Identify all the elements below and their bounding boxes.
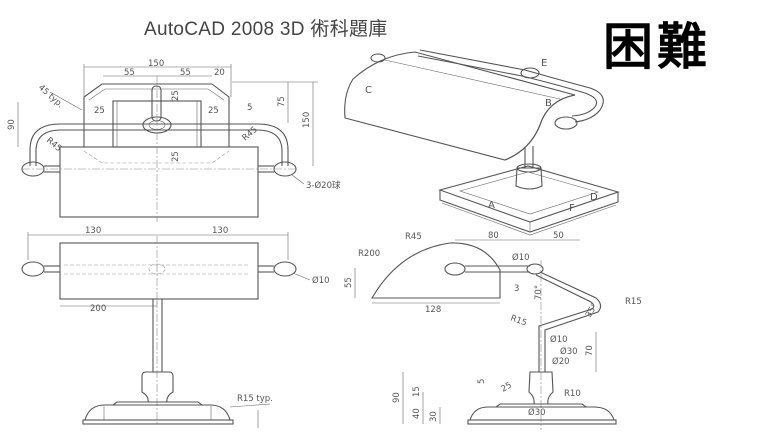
dim-height-90: 90 (7, 119, 17, 130)
dim-dia10-stem: Ø10 (550, 334, 568, 345)
leader-line (49, 91, 83, 111)
dim-depth-25-top: 25 (171, 90, 181, 101)
dim-dia30: Ø30 (560, 346, 578, 357)
side-view: R200 R45 80 50 Ø10 55 3 128 70° R15 R15 … (344, 231, 642, 430)
shade-top-outline (59, 242, 259, 300)
dim-a70: 70° (534, 285, 544, 300)
dim-t3: 3 (514, 284, 519, 294)
base-plate (82, 419, 234, 425)
dim-r10: R10 (564, 389, 581, 399)
iso-label-c: C (365, 85, 372, 96)
dim-h40: 40 (412, 408, 422, 419)
document-title: AutoCAD 2008 3D 術科題庫 (144, 19, 388, 40)
dim-r15-left: R15 (509, 313, 528, 328)
iso-knob-c (370, 53, 386, 63)
dim-h90: 90 (392, 392, 402, 403)
dim-h15: 15 (412, 386, 422, 397)
arm-inner (35, 129, 283, 166)
dim-height-150: 150 (302, 112, 312, 128)
dim-overall-width: 150 (148, 59, 164, 69)
iso-label-e: E (541, 58, 547, 69)
arm-outer (29, 123, 289, 166)
dim-80: 80 (488, 231, 499, 241)
dim-50: 50 (553, 231, 564, 241)
iso-knob-b (554, 116, 578, 130)
side-arm-bend (539, 271, 602, 372)
dim-r15-right: R15 (625, 297, 642, 307)
front-view: 150 55 55 20 45 typ. 25 25 5 25 25 75 15… (7, 59, 341, 222)
iso-knob-e (520, 67, 540, 79)
iso-shade-end (504, 94, 576, 161)
hidden-joint (148, 263, 166, 275)
dim-r200: R200 (358, 249, 380, 259)
iso-base-inner (458, 171, 600, 215)
dim-radius-right: R45 (241, 125, 260, 143)
dim-h5: 5 (477, 379, 487, 384)
leader-line (292, 272, 311, 281)
dim-dia20: Ø20 (552, 356, 570, 367)
iso-label-d: D (590, 192, 598, 203)
iso-label-a: A (488, 200, 495, 211)
iso-arm (419, 49, 604, 123)
dim-inner-25-left: 25 (94, 106, 105, 116)
dim-length-200: 200 (90, 304, 106, 314)
side-joint (526, 263, 544, 275)
base-front-view: R15 typ. (82, 299, 273, 428)
dim-offset-20: 20 (214, 68, 225, 78)
shade-body (59, 146, 259, 218)
isometric-view: C B E A D F (344, 49, 620, 236)
dim-r45: R45 (405, 232, 422, 242)
iso-shade-line (384, 59, 561, 100)
difficulty-stamp: 困難 (603, 17, 711, 76)
side-base-plate (467, 419, 617, 425)
dim-h30: 30 (429, 411, 439, 422)
iso-arm-inner (417, 55, 598, 117)
dim-depth-25-bottom: 25 (171, 151, 181, 162)
right-knob-top (273, 261, 297, 277)
dim-a35: 35° (584, 301, 600, 319)
dim-knobs: 3-Ø20球 (306, 180, 341, 191)
dim-w128: 128 (425, 305, 441, 315)
iso-base-plate (441, 202, 617, 236)
base-body (84, 404, 231, 421)
dim-chamfer: 45 typ. (36, 83, 65, 110)
shade-hood-outline (83, 83, 230, 147)
iso-label-f: F (569, 203, 575, 214)
dim-c25: 25 (500, 381, 514, 395)
leader-line (229, 403, 271, 408)
dim-right-55: 55 (180, 68, 191, 78)
collar (141, 371, 174, 403)
dim-right-130: 130 (212, 226, 228, 236)
dim-dia-10: Ø10 (312, 275, 330, 286)
dim-left-55: 55 (124, 68, 135, 78)
hidden-line (83, 150, 230, 164)
dim-dia10-top: Ø10 (512, 252, 530, 263)
post (151, 85, 162, 122)
shade-inner-line (88, 88, 225, 101)
left-knob-top (21, 261, 45, 277)
side-shade-profile (371, 242, 501, 299)
dim-dia30-base: Ø30 (528, 407, 546, 418)
leader-line (291, 174, 305, 185)
top-view: 130 130 Ø10 200 (21, 226, 330, 314)
side-knob (444, 262, 466, 276)
dim-h55: 55 (344, 277, 354, 288)
dim-left-130: 130 (85, 226, 101, 236)
dim-height-75: 75 (277, 96, 287, 107)
iso-label-b: B (545, 98, 552, 109)
dim-inner-25-right: 25 (208, 106, 219, 116)
dim-h70: 70 (585, 345, 595, 356)
dim-gap-5: 5 (247, 103, 252, 113)
dim-r15-typ: R15 typ. (237, 394, 273, 404)
side-arm-bend-inner (535, 274, 595, 372)
iso-collar (515, 167, 543, 190)
